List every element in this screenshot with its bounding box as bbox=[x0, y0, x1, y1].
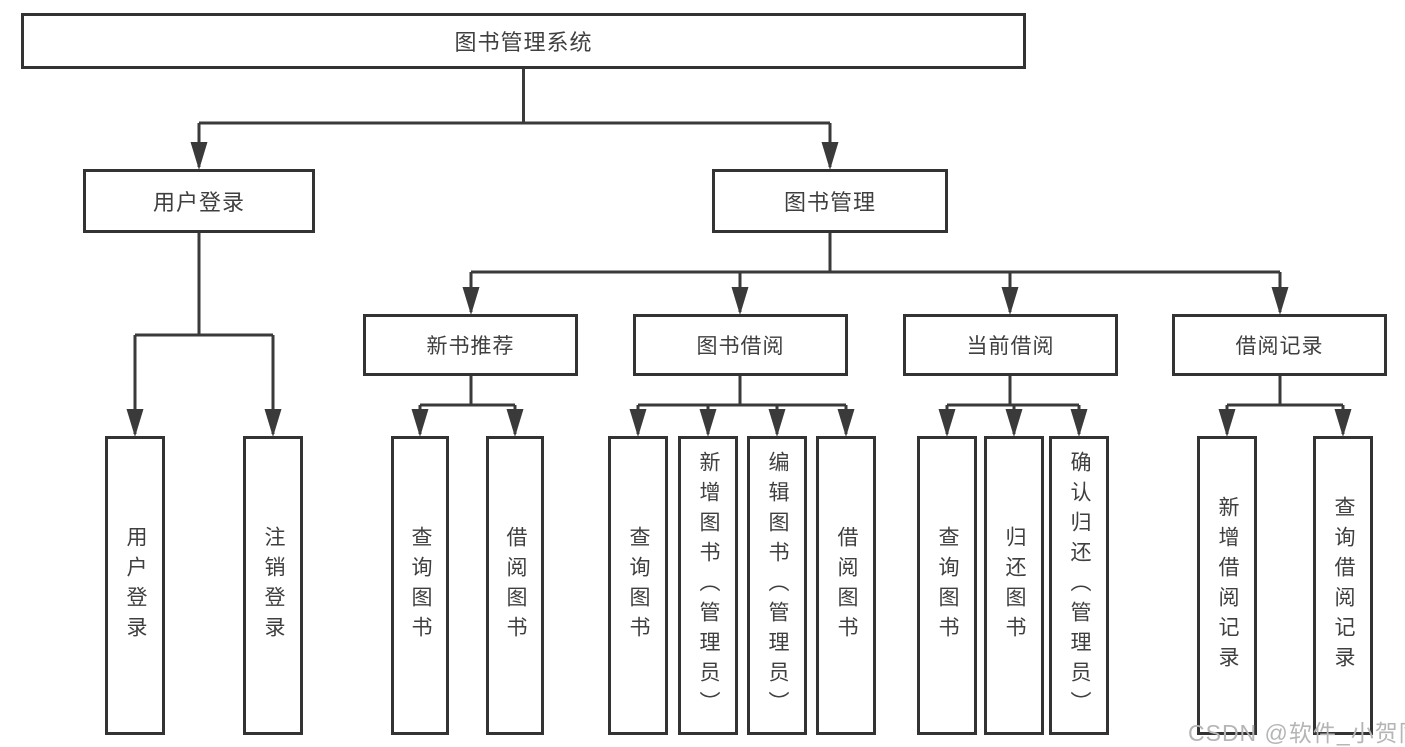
leaf-user-login: 用户登录 bbox=[105, 436, 165, 735]
node-current-borrow: 当前借阅 bbox=[903, 314, 1118, 376]
connector-user-login-children bbox=[126, 233, 282, 437]
leaf-current-confirm-return-admin: 确认归还（管理员） bbox=[1049, 436, 1109, 735]
connector-new-book-children bbox=[411, 376, 524, 437]
leaf-logout: 注销登录 bbox=[243, 436, 303, 735]
leaf-newrec-query-books: 查询图书 bbox=[391, 436, 449, 735]
leaf-records-add-record: 新增借阅记录 bbox=[1197, 436, 1257, 735]
leaf-borrow-add-books-admin: 新增图书（管理员） bbox=[678, 436, 738, 735]
node-new-book-recommend: 新书推荐 bbox=[363, 314, 578, 376]
node-book-management: 图书管理 bbox=[712, 169, 948, 233]
leaf-borrow-query-books: 查询图书 bbox=[608, 436, 668, 735]
node-root: 图书管理系统 bbox=[21, 13, 1026, 69]
leaf-records-query-record: 查询借阅记录 bbox=[1313, 436, 1373, 735]
node-book-borrow: 图书借阅 bbox=[633, 314, 848, 376]
leaf-newrec-borrow-books: 借阅图书 bbox=[486, 436, 544, 735]
leaf-borrow-borrow-books: 借阅图书 bbox=[816, 436, 876, 735]
connector-current-children bbox=[938, 376, 1088, 437]
leaf-current-return-books: 归还图书 bbox=[984, 436, 1044, 735]
connector-root-to-level2 bbox=[190, 69, 839, 170]
leaf-current-query-books: 查询图书 bbox=[917, 436, 977, 735]
node-user-login: 用户登录 bbox=[83, 169, 315, 233]
leaf-borrow-edit-books-admin: 编辑图书（管理员） bbox=[747, 436, 807, 735]
csdn-watermark: CSDN @软件_小贺同学 bbox=[1188, 720, 1405, 746]
node-borrow-records: 借阅记录 bbox=[1172, 314, 1387, 376]
connector-borrow-children bbox=[629, 376, 855, 437]
connector-book-mgmt-children bbox=[462, 233, 1289, 315]
connector-records-children bbox=[1218, 376, 1352, 437]
